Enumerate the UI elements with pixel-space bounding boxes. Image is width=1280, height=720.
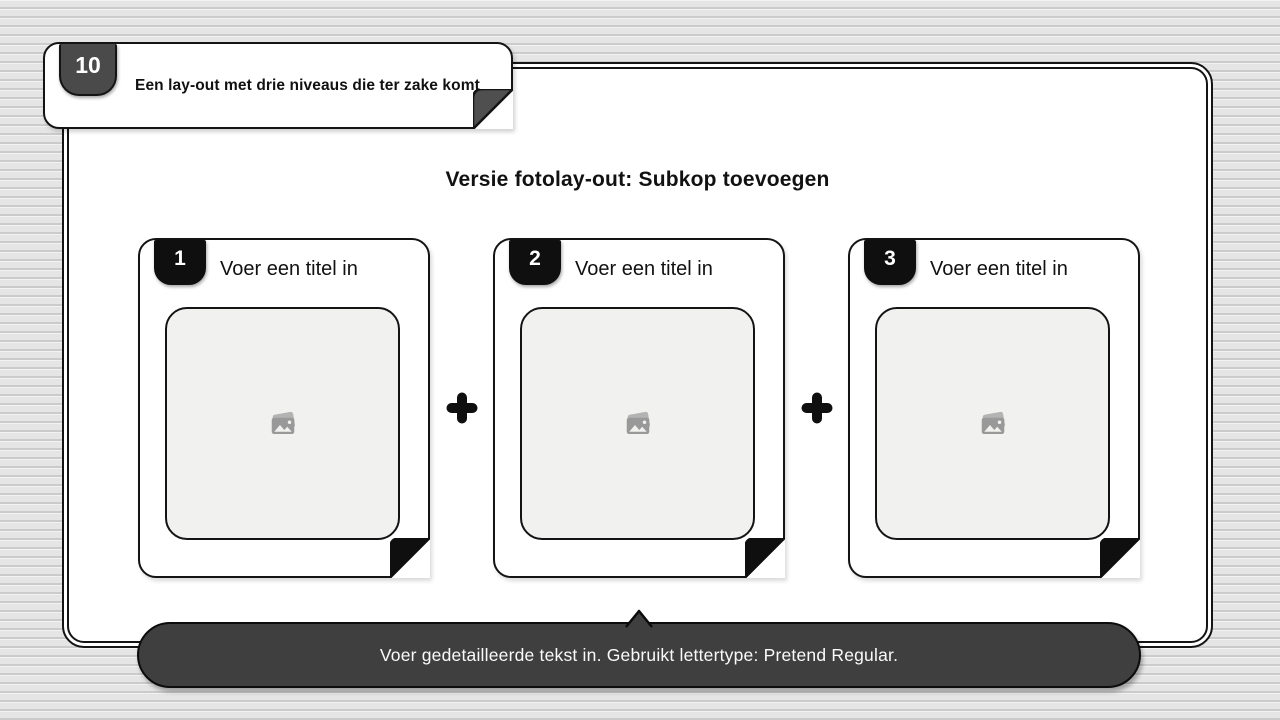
- content-card-2[interactable]: 2 Voer een titel in: [493, 238, 785, 578]
- folded-corner-icon: [745, 538, 785, 578]
- card-title[interactable]: Voer een titel in: [575, 257, 713, 280]
- pointer-tail-icon: [625, 609, 653, 628]
- card-header: Voer een titel in: [220, 240, 418, 298]
- image-placeholder-icon: [271, 411, 295, 434]
- image-placeholder[interactable]: [165, 307, 400, 540]
- image-placeholder-icon: [626, 411, 650, 434]
- plus-icon: [446, 392, 477, 424]
- image-placeholder[interactable]: [875, 307, 1110, 540]
- image-placeholder[interactable]: [520, 307, 755, 540]
- page-number: 10: [75, 51, 101, 78]
- separator-1: [430, 238, 493, 578]
- card-number-badge: 2: [509, 240, 561, 285]
- footer-text: Voer gedetailleerde tekst in. Gebruikt l…: [379, 644, 899, 665]
- separator-2: [785, 238, 848, 578]
- card-title[interactable]: Voer een titel in: [220, 257, 358, 280]
- card-title[interactable]: Voer een titel in: [930, 257, 1068, 280]
- card-header: Voer een titel in: [575, 240, 773, 298]
- content-card-1[interactable]: 1 Voer een titel in: [138, 238, 430, 578]
- slide-title: Versie fotolay-out: Subkop toevoegen: [445, 168, 830, 191]
- header-title: Een lay-out met drie niveaus die ter zak…: [135, 76, 480, 94]
- card-number: 3: [884, 247, 896, 270]
- footer-note[interactable]: Voer gedetailleerde tekst in. Gebruikt l…: [137, 609, 1141, 688]
- plus-icon: [801, 392, 832, 424]
- folded-corner-icon: [1100, 538, 1140, 578]
- card-number-badge: 3: [864, 240, 916, 285]
- content-cards-row: 1 Voer een titel in: [138, 238, 1140, 578]
- card-header: Voer een titel in: [930, 240, 1128, 298]
- card-number: 2: [529, 247, 541, 270]
- page-number-badge: 10: [59, 44, 117, 96]
- content-card-3[interactable]: 3 Voer een titel in: [848, 238, 1140, 578]
- card-number-badge: 1: [154, 240, 206, 285]
- folded-corner-icon: [390, 538, 430, 578]
- folded-corner-icon: [473, 89, 513, 129]
- card-number: 1: [174, 247, 186, 270]
- image-placeholder-icon: [981, 411, 1005, 434]
- slide-header-card[interactable]: 10 Een lay-out met drie niveaus die ter …: [43, 42, 513, 129]
